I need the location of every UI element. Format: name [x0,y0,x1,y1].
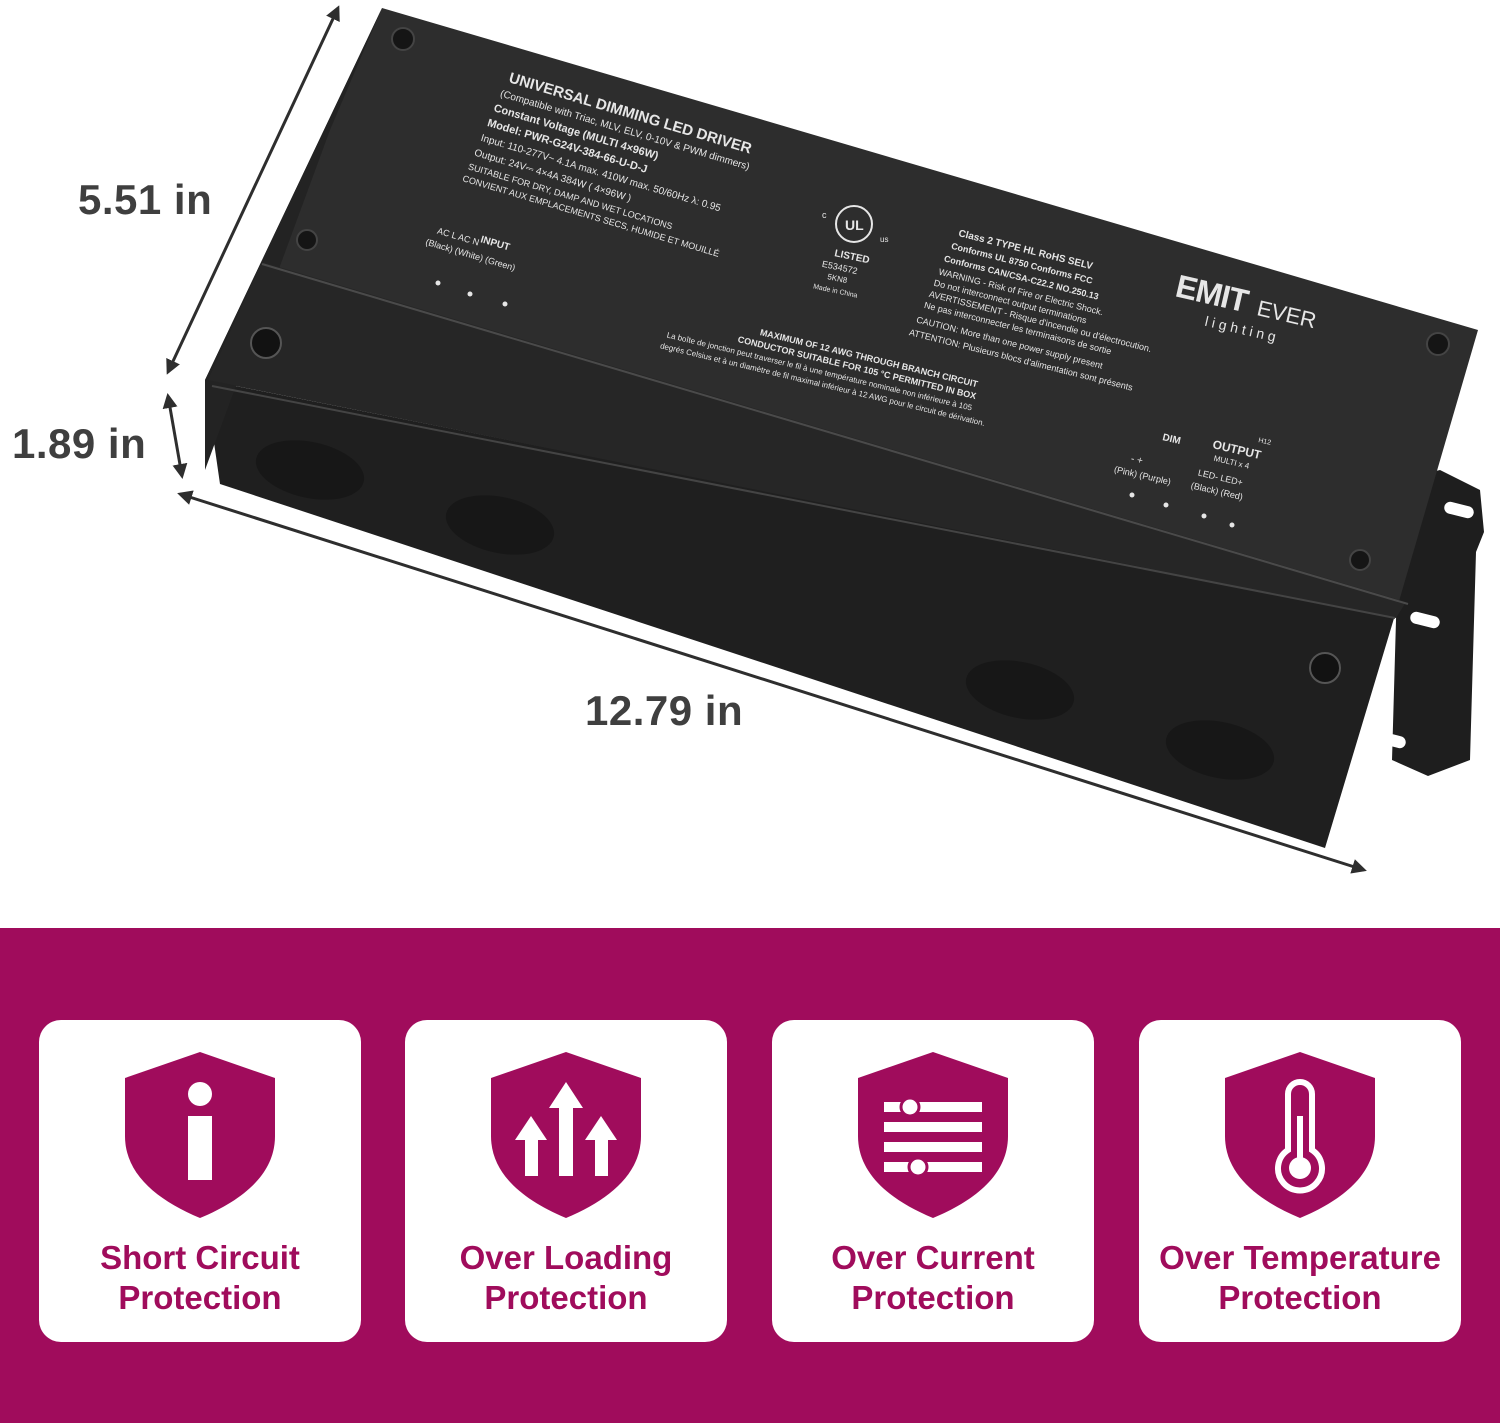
height-label: 1.89 in [12,420,147,467]
feature-label: Over Current Protection [831,1239,1035,1316]
svg-text:UL: UL [845,217,864,233]
product-image-area: UNIVERSAL DIMMING LED DRIVER (Compatible… [12,5,1484,874]
feature-card-over-loading: Over Loading Protection [405,1020,727,1342]
mounting-bracket [1376,470,1484,776]
width-label: 5.51 in [78,176,213,223]
dim-header: DIM [1161,432,1181,447]
height-dimension-line [162,393,188,479]
svg-text:us: us [880,235,888,244]
feature-label: Over Temperature Protection [1159,1239,1441,1316]
feature-card-short-circuit: Short Circuit Protection [39,1020,361,1342]
dimension-lines [162,5,1367,874]
info-icon [125,1052,275,1218]
features-band: Short Circuit Protection Over Loading Pr… [0,928,1500,1423]
driver-housing [205,8,1478,848]
length-label: 12.79 in [585,687,744,734]
feature-label: Short Circuit Protection [100,1239,300,1316]
feature-card-over-current: Over Current Protection [772,1020,1094,1342]
ul-code: 5KN8 [827,272,849,285]
sliders-icon [858,1052,1008,1218]
dim-terms: - + [1130,454,1144,467]
feature-card-over-temperature: Over Temperature Protection [1139,1020,1461,1342]
lot-code: H12 [1258,437,1272,447]
feature-label: Over Loading Protection [459,1239,673,1316]
led-driver-illustration: UNIVERSAL DIMMING LED DRIVER (Compatible… [162,5,1484,874]
thermometer-icon [1225,1052,1375,1218]
width-dimension-line [166,5,340,375]
arrows-up-icon [491,1052,641,1218]
svg-text:c: c [822,210,827,220]
length-dimension-line [177,490,1367,874]
